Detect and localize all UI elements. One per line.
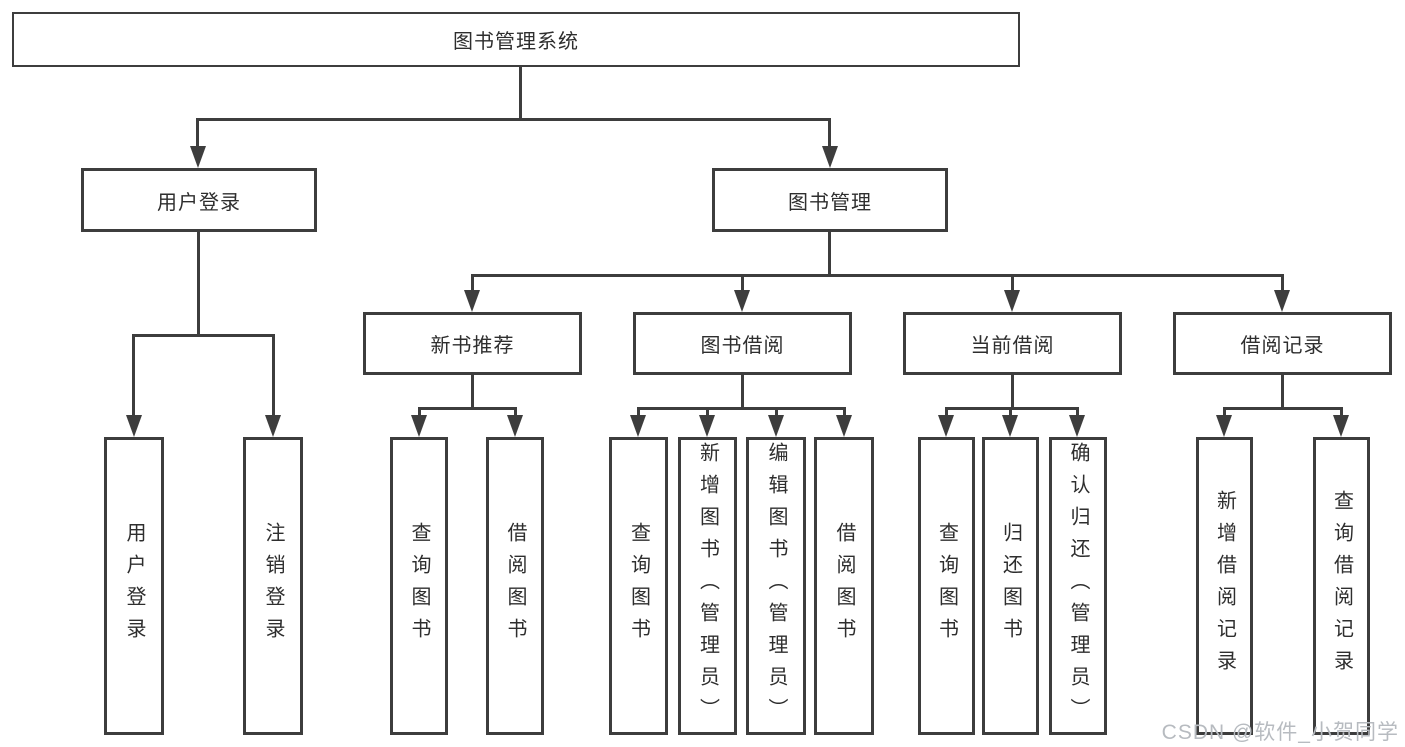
- leaf-label: 查询图书: [408, 522, 430, 650]
- node-new-book-recommend: 新书推荐: [363, 312, 582, 375]
- connector-line: [1281, 274, 1284, 292]
- arrowhead-icon: [1069, 415, 1085, 437]
- arrowhead-icon: [507, 415, 523, 437]
- connector-line: [945, 407, 948, 418]
- connector-line: [828, 232, 831, 276]
- leaf-label: 借阅图书: [504, 522, 526, 650]
- node-current-borrowing: 当前借阅: [903, 312, 1122, 375]
- connector-line: [514, 407, 517, 418]
- connector-line: [132, 334, 135, 418]
- leaf-label: 编辑图书（管理员）: [765, 442, 787, 730]
- leaf-label: 注销登录: [262, 522, 284, 650]
- connector-line: [471, 375, 474, 409]
- arrowhead-icon: [699, 415, 715, 437]
- connector-line: [1011, 375, 1014, 409]
- arrowhead-icon: [464, 290, 480, 312]
- connector-line: [775, 407, 778, 418]
- arrowhead-icon: [411, 415, 427, 437]
- node-borrowing-records: 借阅记录: [1173, 312, 1392, 375]
- node-label: 借阅记录: [1240, 335, 1325, 357]
- node-label: 图书管理: [788, 191, 872, 214]
- leaf-current-confirm-return-admin: 确认归还（管理员）: [1049, 437, 1107, 735]
- leaf-label: 借阅图书: [833, 522, 855, 650]
- connector-line: [272, 334, 275, 418]
- connector-line: [637, 407, 640, 418]
- arrowhead-icon: [734, 290, 750, 312]
- leaf-label: 查询图书: [935, 522, 958, 650]
- leaf-current-return-book: 归还图书: [982, 437, 1039, 735]
- node-root-library-management-system: 图书管理系统: [12, 12, 1020, 67]
- connector-line: [133, 334, 275, 337]
- arrowhead-icon: [1002, 415, 1018, 437]
- leaf-record-add-borrow-record: 新增借阅记录: [1196, 437, 1253, 735]
- node-label: 当前借阅: [970, 335, 1055, 357]
- connector-line: [196, 118, 199, 150]
- connector-line: [197, 232, 200, 337]
- node-label: 新书推荐: [430, 335, 515, 357]
- connector-line: [1281, 375, 1284, 409]
- connector-line: [1340, 407, 1343, 418]
- connector-line: [471, 274, 474, 292]
- connector-line: [741, 375, 744, 409]
- arrowhead-icon: [938, 415, 954, 437]
- leaf-logout: 注销登录: [243, 437, 303, 735]
- leaf-user-login: 用户登录: [104, 437, 164, 735]
- node-label: 图书借阅: [700, 335, 785, 357]
- leaf-label: 归还图书: [999, 522, 1022, 650]
- leaf-newbook-query-book: 查询图书: [390, 437, 448, 735]
- leaf-label: 新增借阅记录: [1213, 490, 1236, 682]
- connector-line: [741, 274, 744, 292]
- connector-line: [471, 274, 1284, 277]
- arrowhead-icon: [1004, 290, 1020, 312]
- connector-line: [843, 407, 846, 418]
- arrowhead-icon: [126, 415, 142, 437]
- connector-line: [519, 66, 522, 120]
- leaf-record-query-borrow-record: 查询借阅记录: [1313, 437, 1370, 735]
- connector-line: [945, 407, 1079, 410]
- connector-line: [1009, 407, 1012, 418]
- node-user-login: 用户登录: [81, 168, 317, 232]
- arrowhead-icon: [630, 415, 646, 437]
- node-label: 图书管理系统: [453, 31, 579, 53]
- leaf-label: 查询图书: [627, 522, 650, 650]
- leaf-newbook-borrow-book: 借阅图书: [486, 437, 544, 735]
- arrowhead-icon: [190, 146, 206, 168]
- arrowhead-icon: [1274, 290, 1290, 312]
- node-book-management: 图书管理: [712, 168, 948, 232]
- node-label: 用户登录: [157, 191, 241, 214]
- arrowhead-icon: [1216, 415, 1232, 437]
- connector-line: [637, 407, 845, 410]
- leaf-label: 用户登录: [123, 522, 145, 650]
- connector-line: [1223, 407, 1226, 418]
- csdn-watermark: CSDN @软件_小贺同学: [1161, 721, 1399, 744]
- connector-line: [1011, 274, 1014, 292]
- leaf-current-query-book: 查询图书: [918, 437, 975, 735]
- connector-line: [418, 407, 421, 418]
- arrowhead-icon: [822, 146, 838, 168]
- connector-line: [706, 407, 709, 418]
- connector-line: [196, 118, 831, 121]
- connector-line: [828, 118, 831, 150]
- node-book-borrowing: 图书借阅: [633, 312, 852, 375]
- connector-line: [1076, 407, 1079, 418]
- leaf-borrow-query-book: 查询图书: [609, 437, 668, 735]
- connector-line: [418, 407, 517, 410]
- arrowhead-icon: [836, 415, 852, 437]
- leaf-borrow-borrow-book: 借阅图书: [814, 437, 874, 735]
- leaf-label: 确认归还（管理员）: [1067, 442, 1089, 730]
- leaf-label: 新增图书（管理员）: [696, 442, 719, 730]
- connector-line: [1223, 407, 1342, 410]
- arrowhead-icon: [1333, 415, 1349, 437]
- arrowhead-icon: [768, 415, 784, 437]
- leaf-label: 查询借阅记录: [1330, 490, 1353, 682]
- leaf-borrow-edit-book-admin: 编辑图书（管理员）: [746, 437, 806, 735]
- arrowhead-icon: [265, 415, 281, 437]
- leaf-borrow-add-book-admin: 新增图书（管理员）: [678, 437, 737, 735]
